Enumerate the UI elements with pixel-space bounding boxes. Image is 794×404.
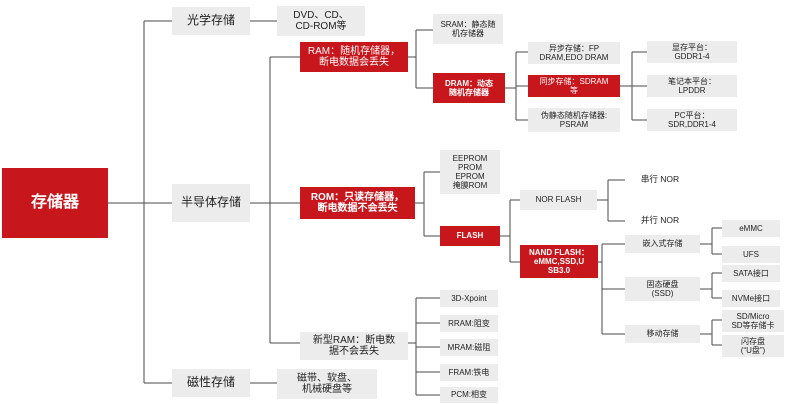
node-gpu-platform: 显存平台： GDDR1-4 [647, 41, 737, 63]
node-sd-card: SD/Micro SD等存储卡 [722, 310, 784, 332]
node-flash: FLASH [440, 226, 500, 246]
connector-rom [415, 171, 440, 237]
node-magnetic-items: 磁带、软盘、 机械硬盘等 [277, 369, 377, 399]
node-nor-flash: NOR FLASH [520, 190, 597, 210]
connector-sync [620, 51, 647, 121]
node-new-ram: 新型RAM：断电数 据不会丢失 [300, 332, 408, 360]
connector-flash [500, 199, 520, 263]
connector-dram [505, 51, 528, 121]
node-nvme-interface: NVMe接口 [722, 290, 780, 307]
node-sram: SRAM：静态随 机存储器 [433, 14, 503, 44]
node-emmc: eMMC [722, 220, 780, 237]
node-pcm: PCM:相变 [440, 387, 498, 403]
node-optical-storage: 光学存储 [172, 7, 250, 35]
node-rram: RRAM:阻变 [440, 315, 498, 332]
node-pc-platform: PC平台： SDR,DDR1-4 [647, 109, 737, 131]
node-u-disk: 闪存盘 (“U盘”) [722, 335, 784, 357]
node-serial-nor: 串行 NOR [640, 174, 680, 185]
node-dram: DRAM：动态 随机存储器 [433, 73, 505, 103]
node-sync-storage: 同步存储：SDRAM 等 [528, 75, 620, 97]
node-ssd: 固态硬盘 (SSD) [625, 277, 700, 301]
node-rom: ROM：只读存储器， 断电数据不会丢失 [300, 187, 415, 219]
node-async-storage: 异步存储：FP DRAM,EDO DRAM [528, 42, 620, 64]
connector-nor [597, 179, 625, 222]
node-fram: FRAM:铁电 [440, 364, 498, 381]
connector-semiconductor [250, 56, 300, 344]
node-semiconductor-storage: 半导体存储 [172, 184, 250, 222]
root-node-storage: 存储器 [2, 168, 108, 238]
node-parallel-nor: 并行 NOR [640, 215, 680, 226]
node-eeprom-group: EEPROM PROM EPROM 掩膜ROM [440, 150, 500, 194]
node-laptop-platform: 笔记本平台： LPDDR [647, 75, 737, 97]
node-mram: MRAM:磁阻 [440, 339, 498, 356]
connector-embedded [700, 227, 722, 255]
connector-root [108, 20, 172, 384]
node-pseudo-static-ram: 伪静态随机存储器: PSRAM [528, 108, 620, 132]
node-optical-items: DVD、CD、 CD-ROM等 [277, 6, 365, 36]
connector-ssd [700, 272, 722, 299]
node-3d-xpoint: 3D-Xpoint [440, 290, 498, 307]
connector-ram [408, 29, 433, 89]
connector-mobile [700, 319, 722, 346]
connector-new-ram [408, 297, 440, 396]
node-sata-interface: SATA接口 [722, 265, 780, 282]
node-ufs: UFS [722, 246, 780, 263]
node-nand-flash: NAND FLASH： eMMC,SSD,U SB3.0 [520, 245, 598, 278]
node-mobile-storage: 移动存储 [625, 325, 700, 343]
node-magnetic-storage: 磁性存储 [172, 369, 250, 397]
connector-nand [598, 243, 625, 335]
node-embedded-storage: 嵌入式存储 [625, 235, 700, 253]
node-ram: RAM：随机存储器， 断电数据会丢失 [300, 42, 408, 72]
